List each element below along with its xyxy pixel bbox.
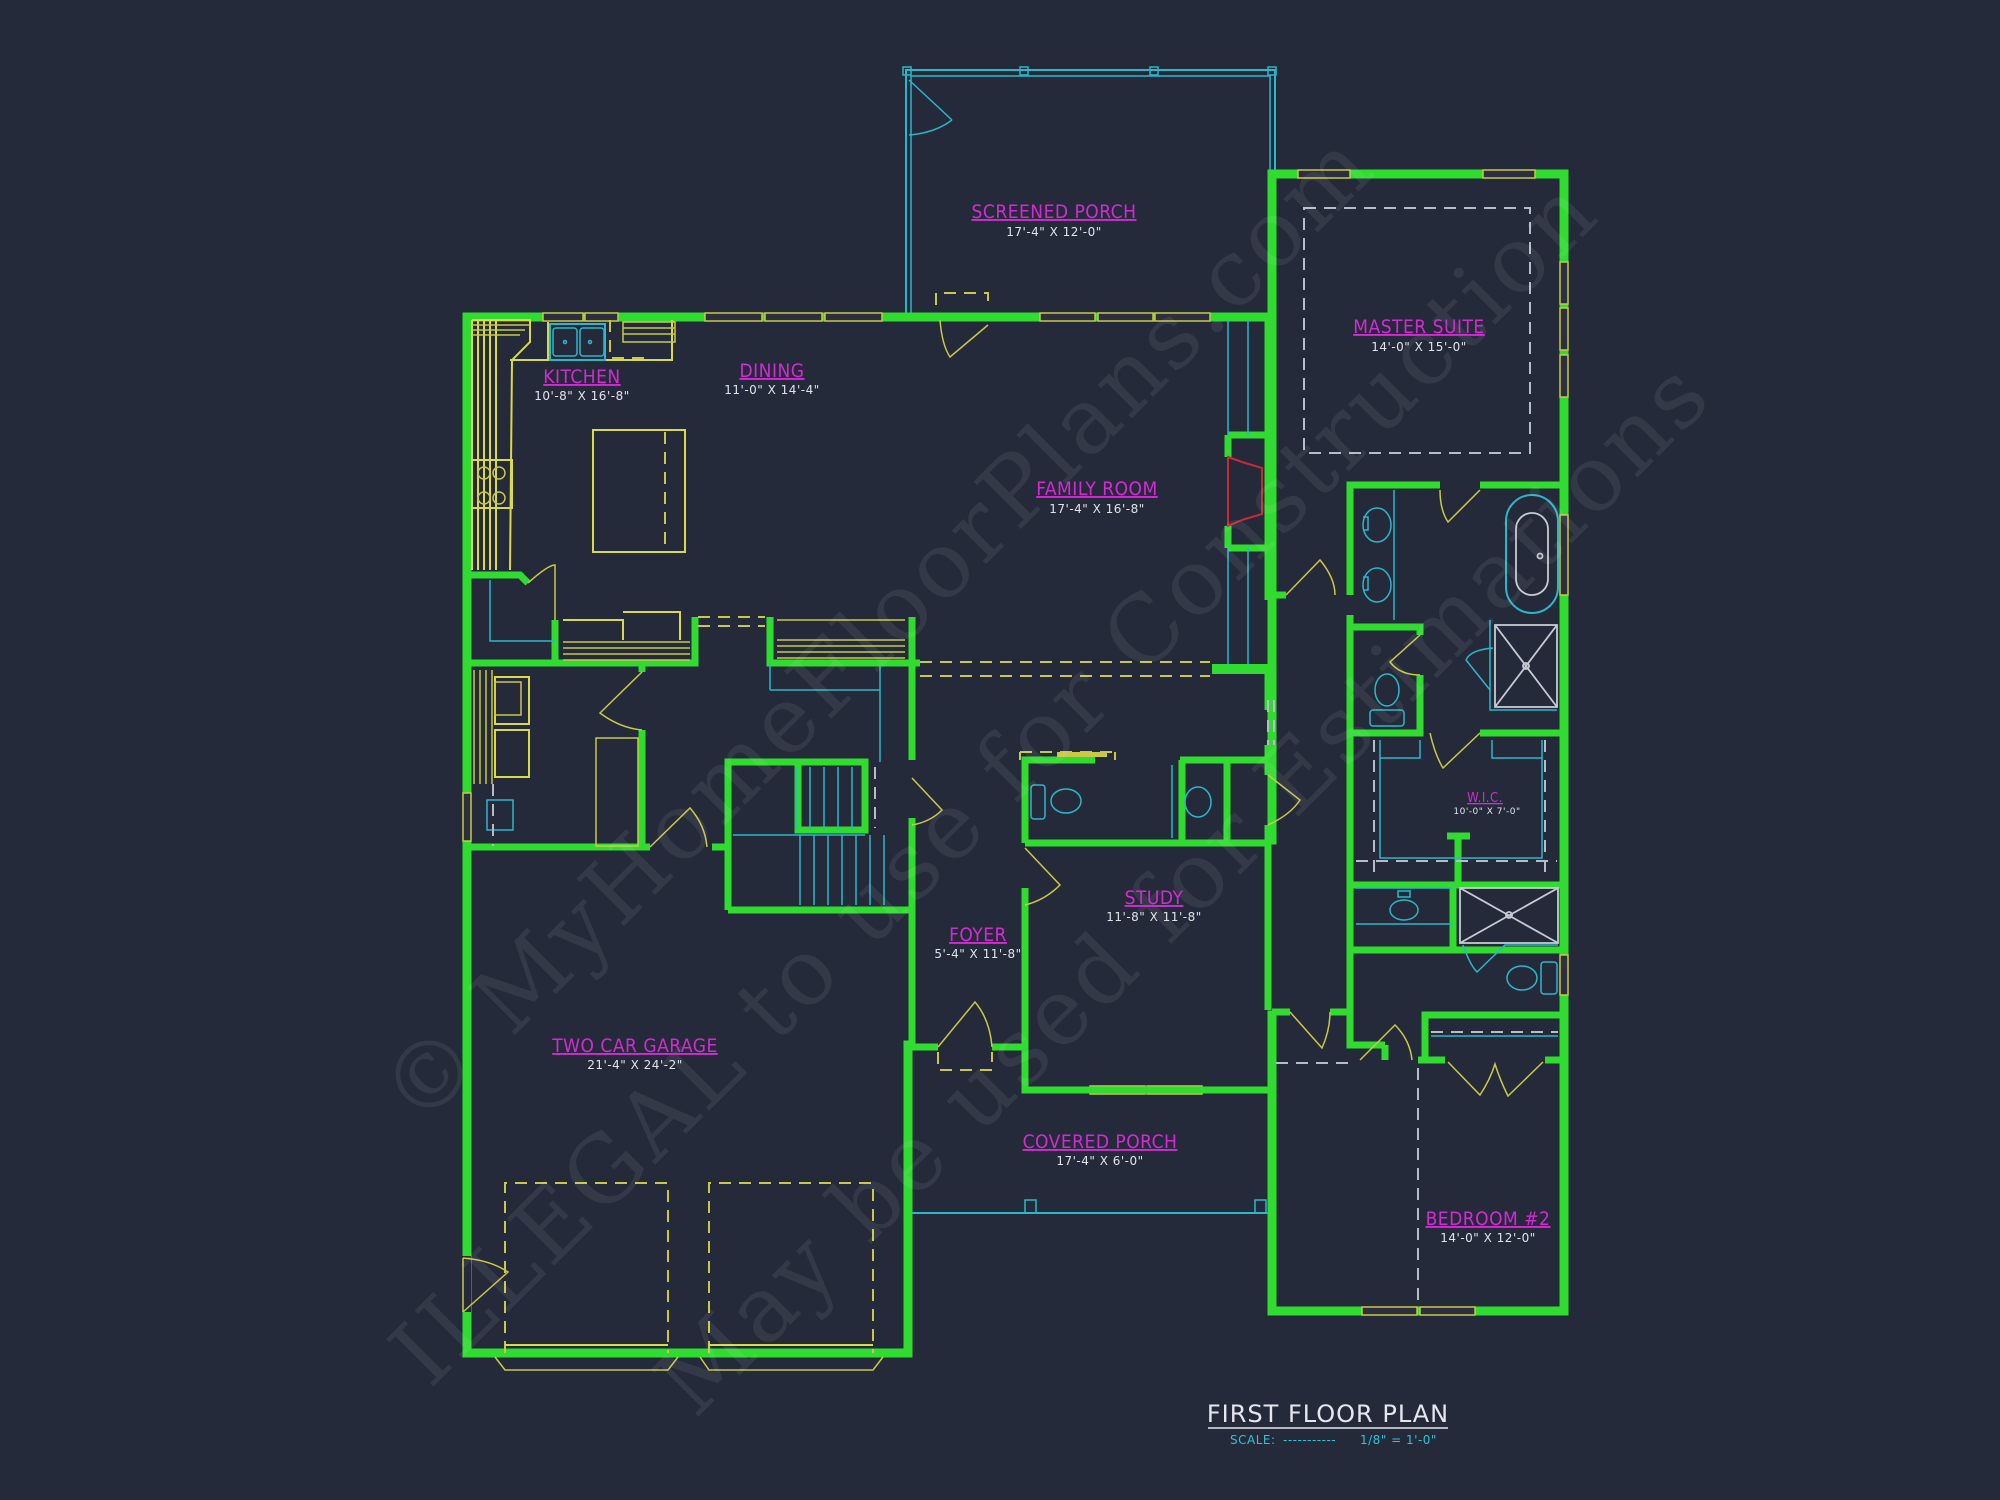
bath2-fixtures [1356,887,1559,995]
label-master-suite: MASTER SUITE [1353,316,1484,338]
bedroom2-closet [1431,1031,1558,1098]
dim-master-suite: 14'-0" X 15'-0" [1371,340,1466,354]
garage-fixtures [459,1182,884,1371]
plan-title: FIRST FLOOR PLAN [1207,1400,1449,1428]
front-door [937,1000,993,1071]
dim-study: 11'-8" X 11'-8" [1106,910,1201,924]
master-bath-fixtures [1362,489,1559,770]
dim-bedroom-2: 14'-0" X 12'-0" [1440,1231,1535,1245]
label-garage: TWO CAR GARAGE [551,1035,718,1057]
master-suite-fixtures [1303,207,1531,454]
label-study: STUDY [1125,887,1184,909]
dim-family-room: 17'-4" X 16'-8" [1049,502,1144,516]
scale-dashes: ----------- [1283,1433,1336,1447]
label-bedroom-2: BEDROOM #2 [1426,1208,1551,1230]
scale-value: 1/8" = 1'-0" [1360,1433,1437,1447]
label-foyer: FOYER [949,924,1007,946]
label-wic: W.I.C. [1467,791,1503,806]
dim-dining: 11'-0" X 14'-4" [724,383,819,397]
label-family-room: FAMILY ROOM [1036,478,1157,500]
dim-covered-porch: 17'-4" X 6'-0" [1056,1154,1143,1168]
covered-porch [912,1199,1268,1214]
label-screened-porch: SCREENED PORCH [972,201,1137,223]
fireplace [920,292,1263,677]
wic-shelving [1356,740,1557,878]
dim-kitchen: 10'-8" X 16'-8" [534,389,629,403]
title-block: FIRST FLOOR PLAN SCALE: ----------- 1/8"… [1207,1400,1449,1447]
screened-porch-walls [902,66,1277,313]
label-covered-porch: COVERED PORCH [1023,1131,1178,1153]
dim-screened-porch: 17'-4" X 12'-0" [1006,225,1101,239]
room-labels: SCREENED PORCH 17'-4" X 12'-0" MASTER SU… [534,201,1550,1245]
windows [462,169,1569,1316]
label-kitchen: KITCHEN [543,366,620,388]
laundry-room [473,670,708,848]
scale-label: SCALE: [1230,1433,1276,1447]
powder-room [1019,751,1212,906]
watermark-line-1: © MyHomeFloorPlans.com [360,111,1395,1146]
label-dining: DINING [739,360,804,382]
kitchen-casework [471,319,905,661]
dim-garage: 21'-4" X 24'-2" [587,1058,682,1072]
staircase [733,663,944,905]
dim-foyer: 5'-4" X 11'-8" [934,947,1021,961]
hall-doors [1267,558,1419,1305]
dim-wic: 10'-0" X 7'-0" [1453,807,1520,817]
